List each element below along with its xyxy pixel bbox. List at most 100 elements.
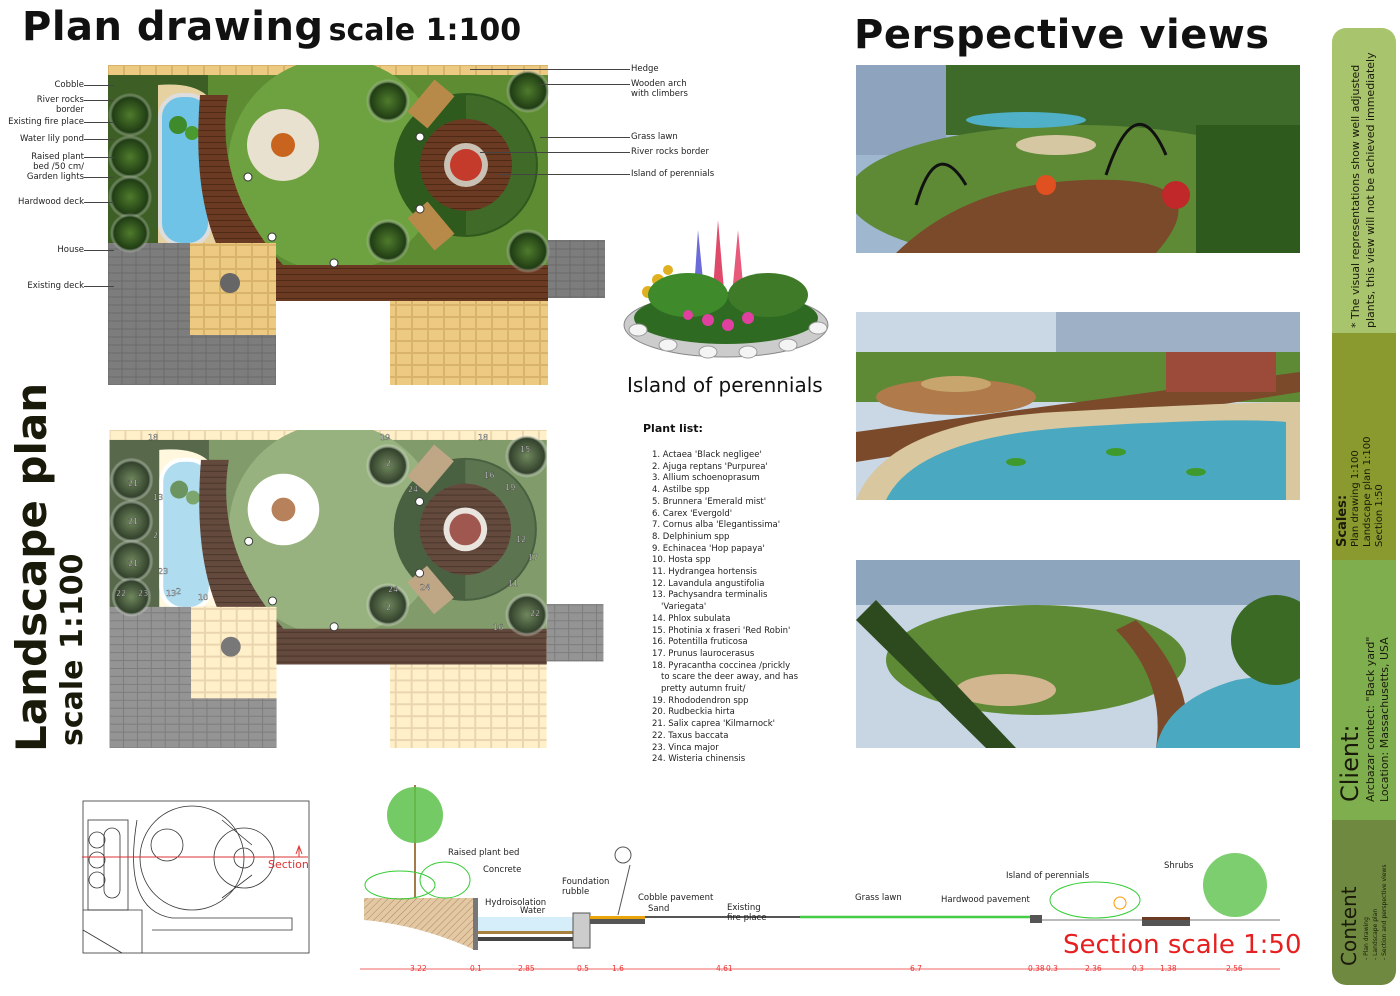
plant-marker: 16 <box>493 623 503 632</box>
plant-marker: 19 <box>505 483 515 492</box>
plant-marker: 23 <box>158 567 168 576</box>
content-item-3: - Section and perspective views <box>1381 864 1388 960</box>
plant-marker: 24 <box>388 585 398 594</box>
section-dimension: 6.7 <box>910 964 922 973</box>
perspective-view-3 <box>856 560 1300 748</box>
plan-drawing-title: Plan drawing scale 1:100 <box>22 4 521 50</box>
section-dimension: 2.56 <box>1226 964 1243 973</box>
section-label-cobble: Cobble pavement <box>638 893 714 903</box>
section-label-sand: Sand <box>648 904 670 914</box>
plant-list-item: 14. Phlox subulata <box>652 613 731 624</box>
label-hardwood-deck: Hardwood deck <box>17 197 84 207</box>
plant-list-item: 3. Allium schoenoprasum <box>652 473 760 484</box>
client-block: Client: Arcbazar contect: "Back yard" Lo… <box>1336 637 1392 802</box>
scales-block: Scales: Plan drawing 1:100 Landscape pla… <box>1335 436 1386 548</box>
plant-marker: 21 <box>128 559 138 568</box>
landscape-plan-title: Landscape plan scale 1:100 <box>7 382 90 752</box>
label-existing-deck: Existing deck <box>27 281 84 291</box>
plant-marker: 22 <box>116 589 126 598</box>
label-cobble: Cobble <box>54 80 84 90</box>
plant-list-item: 4. Astilbe spp <box>652 485 710 496</box>
plant-list-item: to scare the deer away, and has <box>661 672 799 683</box>
plant-marker: 16 <box>484 471 494 480</box>
plant-list-title: Plant list: <box>643 422 703 435</box>
sidebar-content-panel: Content - Plan drawing - Landscape plan … <box>1332 820 1396 985</box>
plant-marker: 21 <box>128 517 138 526</box>
plant-list-item: 7. Cornus alba 'Elegantissima' <box>652 520 781 531</box>
plant-list-item: 20. Rudbeckia hirta <box>652 707 735 718</box>
plant-list-item: 24. Wisteria chinensis <box>652 754 746 765</box>
label-wooden-arch: Wooden arch with climbers <box>631 79 688 99</box>
landscape-plan-title-text: Landscape plan <box>7 382 56 752</box>
key-plan-section-label: Section <box>268 858 309 871</box>
plant-list-item: 19. Rhododendron spp <box>652 695 749 706</box>
note-line-1: * The visual representations show well a… <box>1349 64 1362 328</box>
label-river-rocks: River rocks border <box>36 95 84 115</box>
client-title: Client: <box>1336 724 1364 802</box>
section-dimension: 0.1 <box>470 964 482 973</box>
plant-marker: 24 <box>420 583 430 592</box>
section-dimension: 1.6 <box>612 964 624 973</box>
plant-list-item: 5. Brunnera 'Emerald mist' <box>652 496 767 507</box>
plant-marker: 2 <box>176 587 181 596</box>
scales-title: Scales: <box>1335 494 1350 547</box>
plant-list-item: pretty autumn fruit/ <box>661 684 746 695</box>
client-contest: Arcbazar contect: "Back yard" <box>1364 636 1377 802</box>
section-label-shrubs: Shrubs <box>1164 861 1194 871</box>
plant-list-item: 17. Prunus laurocerasus <box>652 648 755 659</box>
island-caption: Island of perennials <box>627 373 823 397</box>
section-title: Section scale 1:50 <box>1063 930 1302 960</box>
plant-marker: 23 <box>138 589 148 598</box>
sidebar-client-panel: Client: Arcbazar contect: "Back yard" Lo… <box>1332 560 1396 820</box>
label-grass-lawn: Grass lawn <box>631 132 678 142</box>
plant-marker: 10 <box>198 593 208 602</box>
sidebar-note: * The visual representations show well a… <box>1348 52 1378 328</box>
section-dimension: 2.36 <box>1085 964 1102 973</box>
plant-list-item: 11. Hydrangea hortensis <box>652 567 757 578</box>
plant-list-item: 12. Lavandula angustifolia <box>652 578 765 589</box>
client-location: Location: Massachusetts, USA <box>1378 637 1391 802</box>
plant-marker: 18 <box>148 433 158 442</box>
plant-marker: 12 <box>516 535 526 544</box>
section-label-foundation: Foundation rubble <box>562 877 610 897</box>
plant-list-item: 10. Hosta spp <box>652 555 711 566</box>
sidebar-note-panel: * The visual representations show well a… <box>1332 28 1396 333</box>
plant-marker: 22 <box>530 609 540 618</box>
section-label-hardwood: Hardwood pavement <box>941 895 1030 905</box>
landscape-plan-scale-text: scale 1:100 <box>55 553 90 746</box>
note-line-2: plants, this view will not be achieved i… <box>1364 52 1377 328</box>
section-dimension: 0.38 <box>1028 964 1045 973</box>
label-river-rocks-border: River rocks border <box>631 147 710 157</box>
scale-landscape: Landscape plan 1:100 <box>1362 436 1373 548</box>
section-dimension: 0.5 <box>577 964 589 973</box>
section-dimension: 4.61 <box>716 964 733 973</box>
plant-marker: 21 <box>128 479 138 488</box>
plant-list-item: 2. Ajuga reptans 'Purpurea' <box>652 461 768 472</box>
section-label-concrete: Concrete <box>483 865 522 875</box>
plant-marker: 24 <box>408 485 418 494</box>
section-dimension: 1.38 <box>1160 964 1177 973</box>
plant-marker: 15 <box>520 445 530 454</box>
content-block: Content - Plan drawing - Landscape plan … <box>1336 865 1389 966</box>
perspective-view-1 <box>856 65 1300 253</box>
plant-marker: 11 <box>508 579 518 588</box>
island-of-perennials-illustration <box>623 220 829 359</box>
plant-marker: 19 <box>380 433 390 442</box>
label-hedge: Hedge <box>631 64 659 74</box>
plant-list-item: 16. Potentilla fruticosa <box>652 637 748 648</box>
plant-marker: 2 <box>153 531 158 540</box>
section-label-hydroisolation: Hydroisolation <box>485 898 547 908</box>
label-raised-bed: Raised plant bed /50 cm/ <box>31 152 84 172</box>
label-island: Island of perennials <box>631 169 715 179</box>
plant-marker: 13 <box>153 493 163 502</box>
plant-list-item: 6. Carex 'Evergold' <box>652 508 733 519</box>
plant-list-item: 8. Delphinium spp <box>652 531 730 542</box>
section-label-raised-bed: Raised plant bed <box>448 848 520 858</box>
plant-list-item: 18. Pyracantha coccinea /prickly <box>652 660 791 671</box>
plant-list-item: 21. Salix caprea 'Kilmarnock' <box>652 719 775 730</box>
section-dimension: 0.3 <box>1132 964 1144 973</box>
perspective-title: Perspective views <box>854 12 1270 58</box>
plan-scale-text: scale 1:100 <box>328 13 522 48</box>
plan-drawing-image <box>108 65 605 385</box>
